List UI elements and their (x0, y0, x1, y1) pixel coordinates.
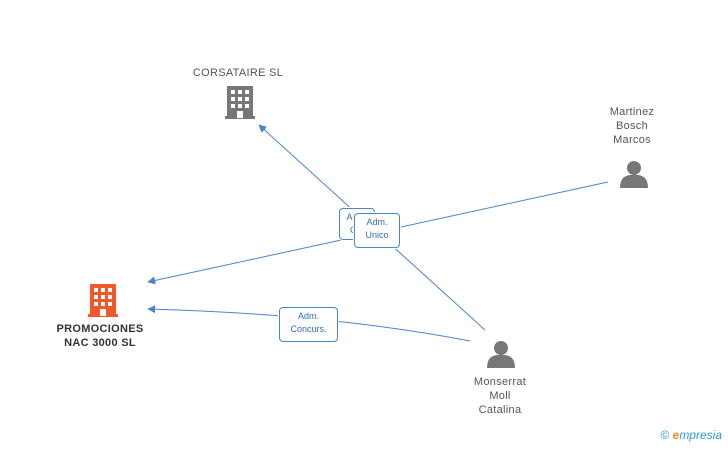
building-icon[interactable] (88, 284, 118, 317)
edge-label-line1: Adm. (366, 217, 388, 227)
person-name-line1[interactable]: Martinez (609, 106, 655, 118)
node-label-martinez[interactable]: Martinez Bosch Marcos (592, 105, 672, 147)
company-name[interactable]: CORSATAIRE SL (192, 67, 284, 79)
edge-label-adm-concurs[interactable]: Adm. Concurs. (279, 307, 338, 342)
person-name-line2[interactable]: Bosch (615, 120, 649, 132)
building-icon[interactable] (225, 86, 255, 119)
person-name-line1[interactable]: Monserrat (473, 376, 527, 388)
copyright-icon: © (660, 428, 670, 442)
company-name-line1[interactable]: PROMOCIONES (56, 323, 144, 335)
person-name-line3[interactable]: Catalina (478, 404, 522, 416)
edge-label-line1: Adm. (297, 311, 319, 321)
person-icon[interactable] (487, 341, 515, 368)
brand-footer: © empresia (660, 428, 722, 442)
person-name-line2[interactable]: Moll (489, 390, 511, 402)
company-name-line2[interactable]: NAC 3000 SL (64, 337, 136, 349)
brand-logo-text: mpresia (679, 428, 722, 442)
node-label-corsataire[interactable]: CORSATAIRE SL (180, 66, 296, 80)
edge-label-line2: Unico (365, 230, 389, 240)
person-name-line3[interactable]: Marcos (613, 134, 651, 146)
edge-label-adm-unico[interactable]: Adm. Unico (354, 213, 400, 248)
person-icon[interactable] (620, 161, 648, 188)
edge-label-line2: Concurs. (290, 324, 327, 334)
brand-logo-e: e (672, 428, 680, 442)
node-label-promociones[interactable]: PROMOCIONES NAC 3000 SL (40, 322, 160, 350)
node-label-monserrat[interactable]: Monserrat Moll Catalina (460, 375, 540, 417)
